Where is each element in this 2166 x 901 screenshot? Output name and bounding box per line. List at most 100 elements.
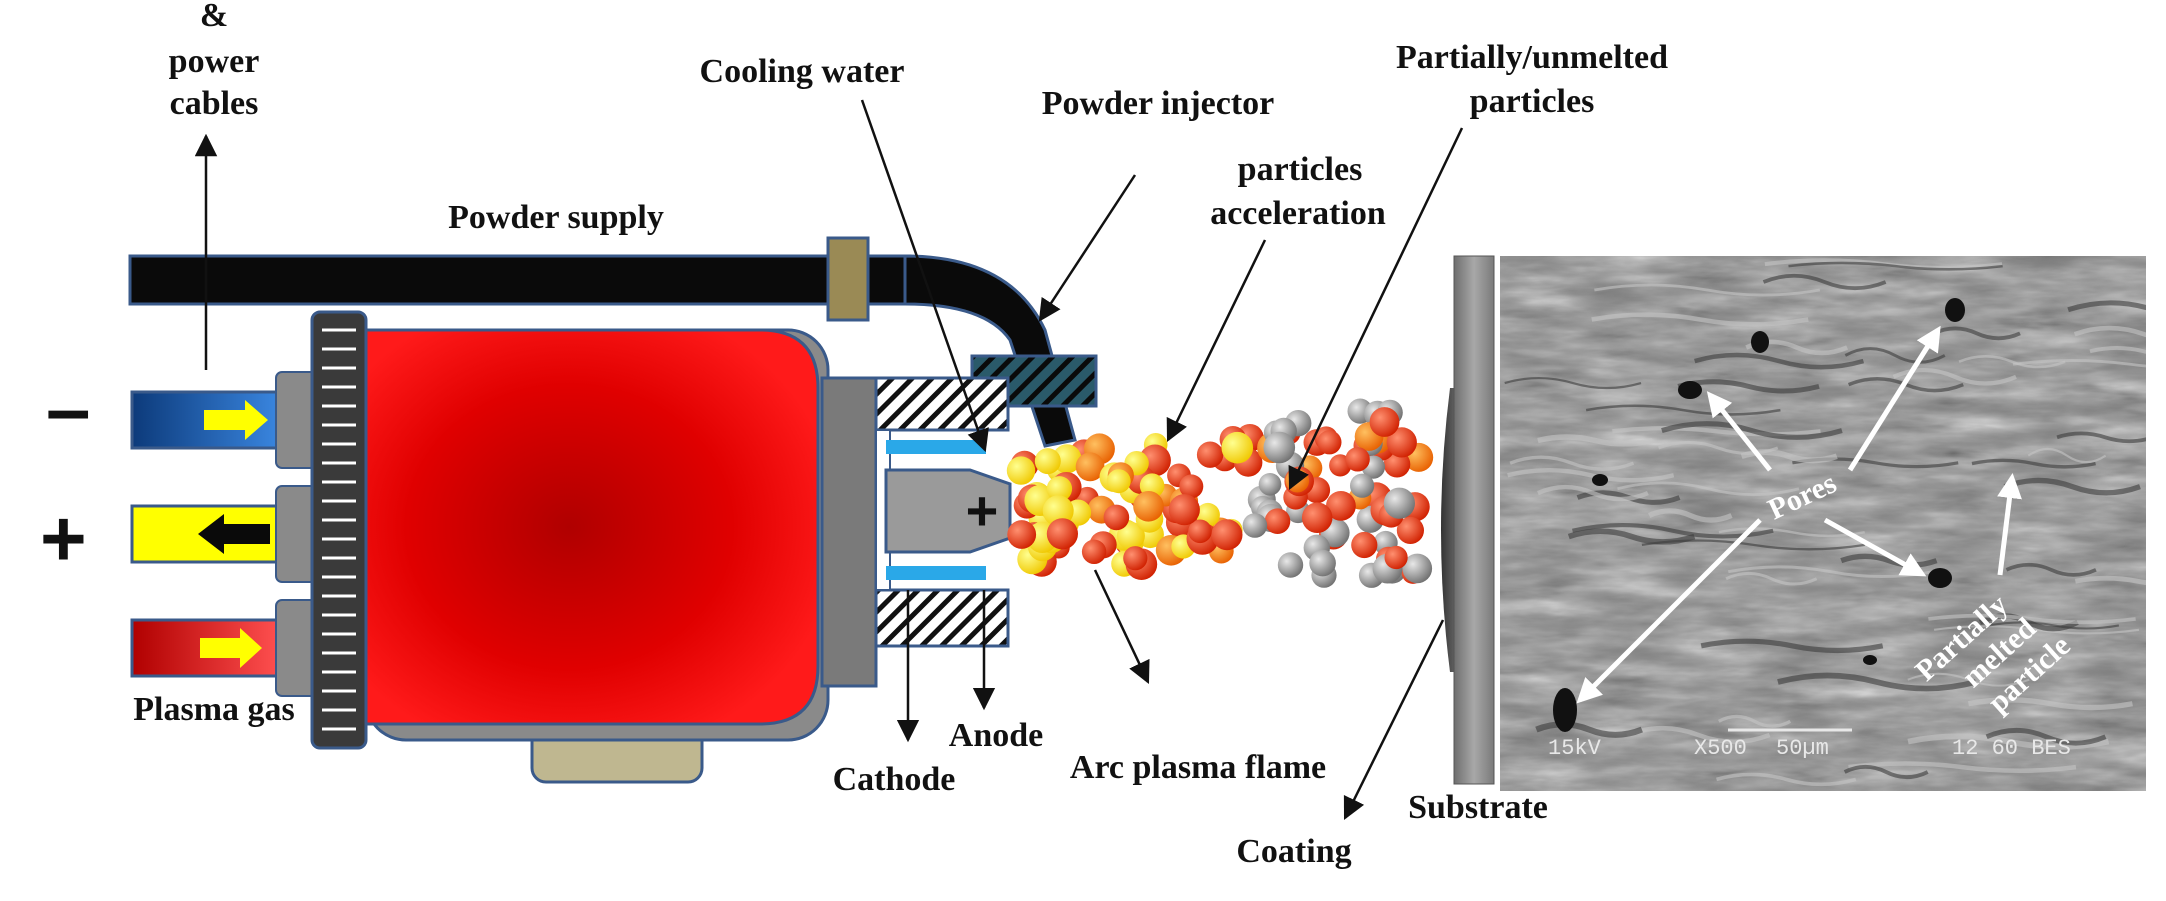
sem-lamella xyxy=(1718,527,1865,538)
sem-lamella xyxy=(1928,613,2136,625)
sem-micrograph: Pores Partially melted particle 15kV X50… xyxy=(1500,256,2146,791)
sem-lamella xyxy=(1694,352,1865,370)
particle xyxy=(1384,545,1408,570)
particle xyxy=(1106,469,1131,494)
sem-lamella xyxy=(2012,359,2146,368)
sem-lamella xyxy=(1509,455,1635,471)
particle xyxy=(1046,476,1073,502)
arc-plasma-flame-label: Arc plasma flame xyxy=(1070,749,1326,786)
sem-scale-text: 50µm xyxy=(1776,736,1829,761)
particle xyxy=(1123,546,1148,571)
sem-lamella xyxy=(1907,733,2110,750)
sem-lamella xyxy=(2067,300,2146,313)
particle xyxy=(1317,430,1342,455)
inlet-arrow-right-icon xyxy=(200,628,262,668)
sem-lamella xyxy=(1777,672,1977,692)
sem-lamella xyxy=(1971,458,2096,469)
particle xyxy=(1006,456,1036,485)
particle xyxy=(1277,552,1304,578)
anode-plus-icon: + xyxy=(966,479,999,542)
sem-magnification: X500 xyxy=(1694,736,1747,761)
sem-lamella xyxy=(2003,477,2141,496)
particle xyxy=(1196,441,1224,468)
particle xyxy=(1386,427,1417,458)
sem-lamella xyxy=(1677,379,1820,394)
sem-lamella xyxy=(2005,562,2097,577)
sem-lamella xyxy=(1507,467,1675,483)
partially-unmelted-line1: Partially/unmelted xyxy=(1396,39,1668,76)
minus-icon: – xyxy=(46,364,91,453)
sem-lamella xyxy=(1985,727,2107,746)
cooling-water-label: Cooling water xyxy=(700,53,905,90)
sem-lamella xyxy=(1612,426,1821,437)
nozzle-assembly xyxy=(874,376,1012,648)
particle xyxy=(1351,531,1378,559)
gas-inlets xyxy=(130,371,317,697)
sem-info: 12 60 BES xyxy=(1952,736,2071,761)
plasma-particles xyxy=(1006,398,1434,588)
sem-lamella xyxy=(1717,714,1792,728)
particle xyxy=(1081,539,1107,564)
cooling-channel xyxy=(886,440,986,454)
sem-lamella xyxy=(1661,421,1843,440)
particle xyxy=(1103,504,1130,531)
sem-lamella xyxy=(2027,447,2107,464)
sem-lamella xyxy=(1907,672,2030,687)
powder-supply-label: Powder supply xyxy=(448,199,664,236)
sem-lamella xyxy=(1535,721,1643,738)
particles-accel-line2: acceleration xyxy=(1210,195,1386,232)
particle xyxy=(1263,431,1296,464)
sem-lamella xyxy=(1932,326,2021,341)
particle xyxy=(1179,474,1204,499)
sem-lamella xyxy=(1788,261,2003,271)
sem-lamella xyxy=(1700,638,1884,654)
coating-layer xyxy=(1441,388,1456,672)
particle xyxy=(1345,447,1370,472)
plus-icon: + xyxy=(40,494,87,583)
particle xyxy=(1168,494,1200,526)
sem-lamella xyxy=(1843,764,1929,780)
substrate-plate xyxy=(1453,255,1495,785)
power-cables-line1: power xyxy=(169,43,260,80)
sem-lamella xyxy=(1762,273,1887,291)
sem-lamella xyxy=(1958,355,2066,369)
sem-lamella xyxy=(1641,539,1865,551)
particle xyxy=(1402,553,1433,584)
particle xyxy=(1046,518,1078,550)
particle xyxy=(1350,473,1375,498)
particle xyxy=(1383,450,1411,478)
particle xyxy=(1034,448,1061,475)
sem-lamella xyxy=(1933,625,2140,635)
sem-lamella xyxy=(2089,346,2146,354)
particle xyxy=(1326,491,1356,521)
sem-lamella xyxy=(1716,772,1857,787)
particle xyxy=(1042,495,1074,527)
particles-accel-line1: particles xyxy=(1238,151,1363,188)
sem-lamella xyxy=(1988,621,2120,630)
sem-lamella xyxy=(1725,571,1818,586)
particle xyxy=(1396,516,1424,545)
power-cables-line2: cables xyxy=(170,85,259,122)
particle xyxy=(1075,452,1105,482)
sem-lamella xyxy=(1844,347,1946,364)
substrate-label: Substrate xyxy=(1408,789,1548,826)
sem-lamella xyxy=(1585,404,1781,416)
sem-lamella xyxy=(1626,726,1771,744)
particle xyxy=(1116,521,1145,550)
partially-unmelted-line2: particles xyxy=(1470,83,1595,120)
particle xyxy=(1258,473,1282,496)
sem-lamella xyxy=(1967,697,2133,711)
inlet-arrow-left-icon xyxy=(198,514,270,554)
sem-lamella xyxy=(2074,575,2146,586)
torch-body xyxy=(364,328,878,784)
sem-lamella xyxy=(1537,484,1649,502)
particle xyxy=(1301,502,1333,533)
particle xyxy=(1211,519,1243,551)
cooling-fin-rail xyxy=(310,310,368,750)
particle xyxy=(1133,491,1164,522)
sem-lamella xyxy=(1504,377,1642,390)
sem-lamella xyxy=(1617,481,1800,497)
particle xyxy=(1188,519,1212,544)
